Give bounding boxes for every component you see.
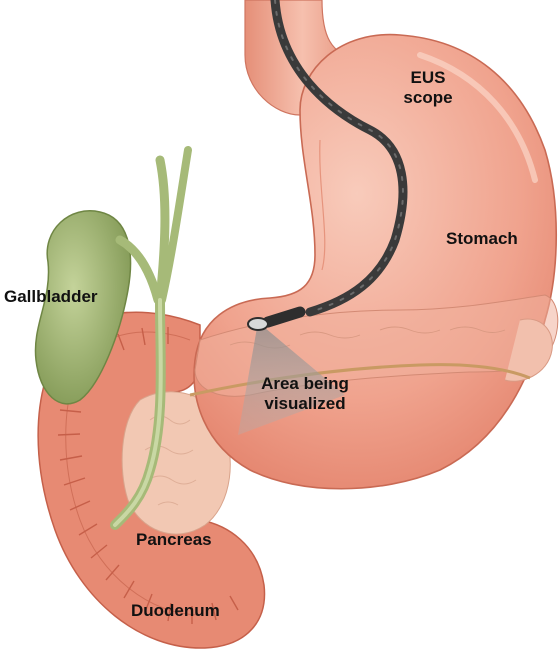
area-visualized-label: Area being visualized <box>244 374 366 414</box>
gallbladder-label: Gallbladder <box>4 287 98 307</box>
duodenum-label: Duodenum <box>131 601 220 621</box>
eus-scope-label-line1: EUS <box>398 68 458 88</box>
pancreas-label: Pancreas <box>136 530 212 550</box>
eus-scope-label-line2: scope <box>398 88 458 108</box>
area-visualized-label-line1: Area being <box>244 374 366 394</box>
stomach-label: Stomach <box>446 229 518 249</box>
eus-scope-label: EUS scope <box>398 68 458 108</box>
area-visualized-label-line2: visualized <box>244 394 366 414</box>
